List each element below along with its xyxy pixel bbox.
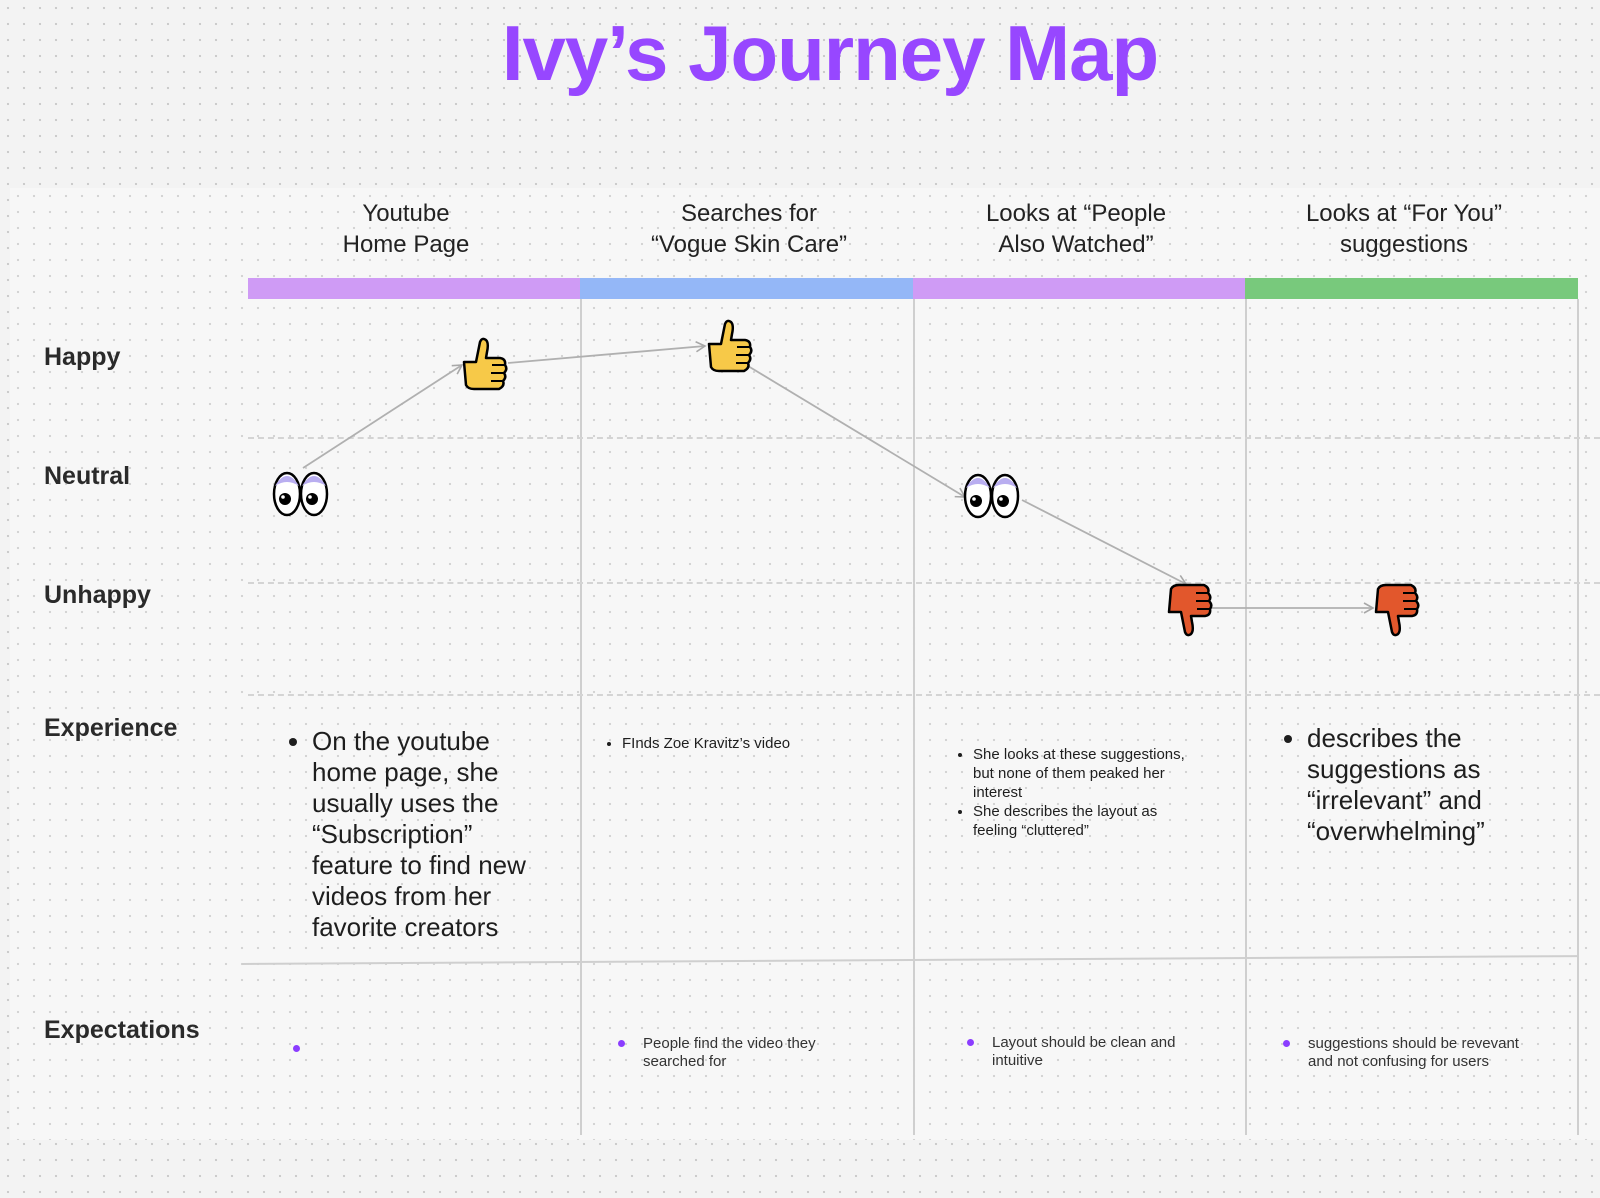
stage-title-3: Looks at “People Also Watched”	[910, 198, 1242, 260]
stage-title-2: Searches for “Vogue Skin Care”	[583, 198, 915, 260]
experience-bullet: She describes the layout as feeling “clu…	[973, 802, 1195, 840]
row-label-unhappy: Unhappy	[44, 581, 151, 609]
row-divider	[248, 694, 1600, 696]
experience-bullet: FInds Zoe Kravitz’s video	[622, 734, 894, 753]
path-segment	[1021, 499, 1188, 586]
row-label-neutral: Neutral	[44, 462, 131, 490]
stage-title-line: Also Watched”	[998, 231, 1154, 258]
experience-bullet: On the youtube home page, she usually us…	[312, 726, 560, 943]
stage-bar-1	[248, 278, 580, 299]
stage-title-line: Home Page	[342, 231, 470, 258]
stage-title-line: Looks at “People	[985, 200, 1167, 227]
thumbs-up-icon	[707, 319, 753, 373]
experience-note-1: On the youtube home page, she usually us…	[284, 726, 560, 943]
expectation-note-4: suggestions should be revevant and not c…	[1283, 1035, 1533, 1095]
bullet-dot	[293, 1045, 300, 1052]
stage-title-line: Youtube	[362, 200, 450, 227]
eyes-icon	[272, 471, 329, 517]
experience-bullet: She looks at these suggestions, but none…	[973, 745, 1195, 802]
stage-title-line: “Vogue Skin Care”	[650, 231, 848, 258]
column-divider	[913, 299, 915, 1135]
page-title: Ivy’s Journey Map	[501, 9, 1159, 97]
row-divider	[248, 582, 1600, 584]
stage-title-line: Searches for	[680, 200, 818, 227]
expectation-note-1	[293, 1040, 553, 1080]
stage-bar-4	[1245, 278, 1578, 299]
row-label-expectations: Expectations	[44, 1016, 200, 1044]
path-segment	[302, 364, 464, 469]
journey-board	[10, 188, 1600, 1140]
thumbs-down-icon	[1167, 583, 1213, 637]
thumbs-up-icon	[462, 337, 508, 391]
expectation-text: People find the video they searched for	[643, 1035, 816, 1070]
path-segment	[507, 341, 707, 364]
experience-note-3: She looks at these suggestions, but none…	[955, 745, 1195, 840]
path-segment	[747, 365, 967, 498]
expectation-text: suggestions should be revevant and not c…	[1308, 1035, 1519, 1070]
eyes-icon	[963, 473, 1020, 519]
thumbs-down-icon	[1374, 583, 1420, 637]
experience-note-4: describes the suggestions as “irrelevant…	[1279, 723, 1541, 847]
stage-bar-2	[580, 278, 913, 299]
stage-bar-3	[913, 278, 1245, 299]
column-divider	[1245, 299, 1247, 1135]
column-divider	[1577, 299, 1579, 1135]
stage-title-4: Looks at “For You” suggestions	[1238, 198, 1570, 260]
stage-title-line: Looks at “For You”	[1305, 200, 1503, 227]
stage-title-line: suggestions	[1339, 231, 1469, 258]
bullet-dot	[967, 1039, 974, 1046]
expectation-note-3: Layout should be clean and intuitive	[967, 1034, 1207, 1074]
expectation-text: Layout should be clean and intuitive	[992, 1034, 1176, 1069]
experience-bullet: describes the suggestions as “irrelevant…	[1307, 723, 1541, 847]
row-divider	[248, 437, 1600, 439]
row-label-happy: Happy	[44, 343, 121, 371]
stage-title-1: Youtube Home Page	[240, 198, 572, 260]
experience-note-2: FInds Zoe Kravitz’s video	[604, 734, 894, 753]
expectation-note-2: People find the video they searched for	[618, 1035, 858, 1075]
row-label-experience: Experience	[44, 714, 178, 742]
bullet-dot	[618, 1040, 625, 1047]
column-divider	[580, 299, 582, 1135]
bullet-dot	[1283, 1040, 1290, 1047]
